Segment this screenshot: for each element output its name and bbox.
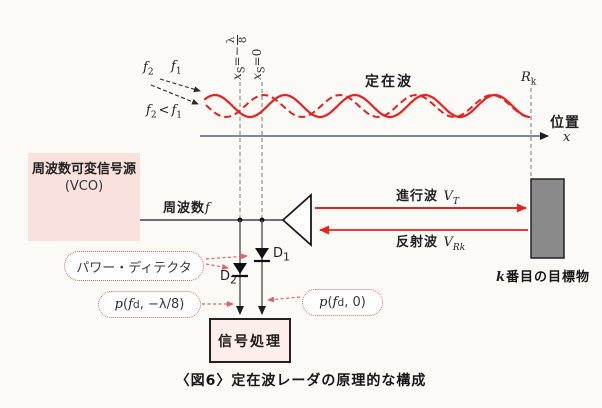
p2-connector <box>267 296 301 303</box>
f2-label: f2 <box>143 60 154 78</box>
standing-wave-f2-dashed <box>205 93 531 119</box>
reflected-wave-label: 反射波 VRk <box>396 235 466 254</box>
f1-pointer-arrow <box>159 78 201 93</box>
vco-source-box: 周波数可変信号源 (VCO) <box>28 153 140 241</box>
standing-wave-title: 定在波 <box>365 74 413 90</box>
target-object-label: k番目の目標物 <box>496 270 591 285</box>
power-detector-callout: パワー・ディテクタ <box>64 251 204 281</box>
rk-marker-label: Rk <box>521 70 537 88</box>
vco-label-line1: 周波数可変信号源 <box>31 162 136 177</box>
position-label: 位置 <box>550 115 580 131</box>
f2-pointer-arrow <box>150 84 199 105</box>
power-detector-connector-d1 <box>205 253 248 260</box>
vco-label-line2: (VCO) <box>64 179 104 194</box>
xs-0-marker: xS=0 <box>250 48 268 80</box>
diode-d1-icon <box>254 248 270 263</box>
d1-label: D1 <box>273 246 290 264</box>
f2-lt-f1-label: f2<f1 <box>146 103 182 121</box>
standing-waves <box>203 93 531 119</box>
antenna-icon <box>281 192 312 248</box>
power-detector-connector-d2 <box>205 263 229 270</box>
target-object <box>530 178 565 259</box>
figure-caption: 〈図6〉定在波レーダの原理的な構成 <box>175 373 427 389</box>
traveling-wave-label: 進行波 VT <box>396 189 459 208</box>
f1-label: f1 <box>171 59 182 77</box>
d2-label: D2 <box>220 269 237 287</box>
x-axis-symbol: x <box>563 130 571 145</box>
signal-processing-box: 信号処理 <box>209 318 291 363</box>
frequency-label: 周波数f <box>163 201 210 216</box>
standing-wave-f1-solid <box>203 93 531 119</box>
diode-d2-icon <box>232 263 248 278</box>
